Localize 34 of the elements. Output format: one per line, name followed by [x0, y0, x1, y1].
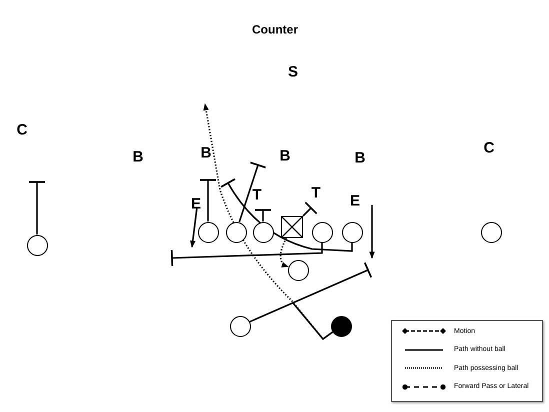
player-circle: [342, 222, 362, 242]
position-letter: T: [311, 184, 321, 202]
player-circle: [230, 316, 250, 336]
player-path-line: [199, 179, 217, 222]
player-circle: [288, 260, 308, 280]
player-path-line: [249, 262, 372, 323]
player-circle: [312, 222, 332, 242]
player-path-line: [292, 302, 333, 340]
player-path-line: [28, 181, 46, 234]
player-circle: [480, 222, 502, 242]
position-letter: E: [191, 196, 201, 212]
player-circle: [252, 222, 274, 242]
position-letter: T: [252, 186, 262, 204]
title: Counter: [252, 22, 298, 38]
player-path-line: [170, 242, 323, 267]
position-letter: S: [288, 64, 298, 80]
position-letter: C: [484, 140, 494, 156]
player-path-line: [220, 178, 353, 252]
player-circle: [330, 316, 352, 336]
ball-path-line: [203, 103, 333, 340]
center-box: [281, 216, 303, 238]
position-letter: E: [350, 192, 360, 210]
position-letter: C: [16, 122, 28, 138]
player-circle: [226, 222, 246, 242]
player-path-line: [238, 162, 266, 222]
player-path-line: [254, 209, 272, 222]
ball-path-line: [280, 238, 289, 268]
player-path-line: [302, 201, 318, 217]
player-circle: [198, 222, 218, 242]
position-letter: B: [200, 144, 212, 162]
player-circle: [26, 234, 48, 256]
position-letter: B: [132, 148, 144, 166]
position-letter: B: [354, 150, 366, 166]
position-letter: B: [280, 148, 290, 164]
